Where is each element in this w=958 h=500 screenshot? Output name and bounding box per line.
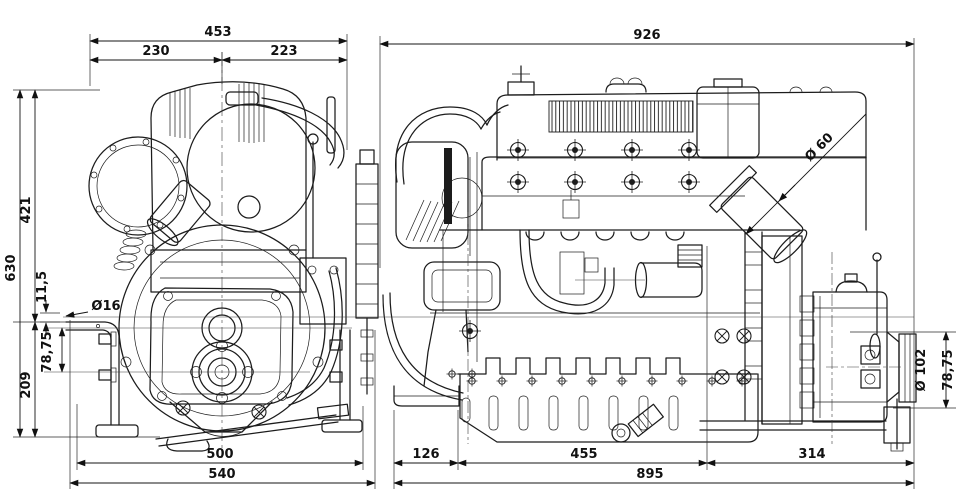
side-view-drawing	[382, 65, 917, 452]
dim-front-heights: 630 421 209	[4, 89, 160, 438]
dim-label-front-height-lower: 209	[19, 371, 34, 398]
dim-label-front-overall-width: 453	[204, 25, 231, 40]
dim-label-front-overall-width-bottom: 540	[208, 467, 235, 482]
dim-side-overall-length: 926	[379, 28, 915, 489]
dim-label-side-output-drop: 78,75	[941, 349, 956, 390]
dim-front-mount-hole: Ø16	[65, 299, 121, 318]
dim-front-shaft-drop: 78,75	[40, 327, 66, 373]
dim-front-bottom-widths: 500 540	[69, 320, 376, 489]
dim-side-exhaust-diameter: Ø 60	[745, 113, 867, 235]
dim-label-side-overall-length: 926	[633, 28, 660, 43]
dim-label-front-foot-span: 500	[206, 447, 233, 462]
dim-label-side-rear-overhang: 314	[798, 447, 825, 462]
dim-label-front-overall-height: 630	[4, 254, 19, 281]
dim-label-side-mount-span: 455	[570, 447, 597, 462]
dim-label-side-front-overhang: 126	[412, 447, 439, 462]
dim-side-bottom-chain: 126 455 314 895	[393, 246, 915, 489]
dim-label-side-exhaust-diameter: Ø 60	[802, 130, 836, 164]
dim-front-width-halves: 230 223	[89, 44, 348, 84]
centerlines	[44, 52, 914, 458]
dim-label-front-width-right: 223	[270, 44, 297, 59]
dim-label-front-width-left: 230	[142, 44, 169, 59]
dim-front-overall-width: 453	[89, 25, 348, 150]
dim-label-front-mount-hole: Ø16	[91, 299, 120, 314]
dim-label-side-output-flange-diameter: Ø 102	[914, 349, 929, 392]
dim-label-front-height-upper: 421	[19, 196, 34, 223]
dim-label-front-shaft-drop: 78,75	[40, 331, 55, 372]
dim-side-output: 78,75 Ø 102	[850, 331, 956, 409]
dim-label-side-mount-total: 895	[636, 467, 663, 482]
dim-label-front-mount-offset: 11,5	[35, 271, 50, 303]
dim-front-mount-offset: 11,5	[35, 271, 60, 335]
